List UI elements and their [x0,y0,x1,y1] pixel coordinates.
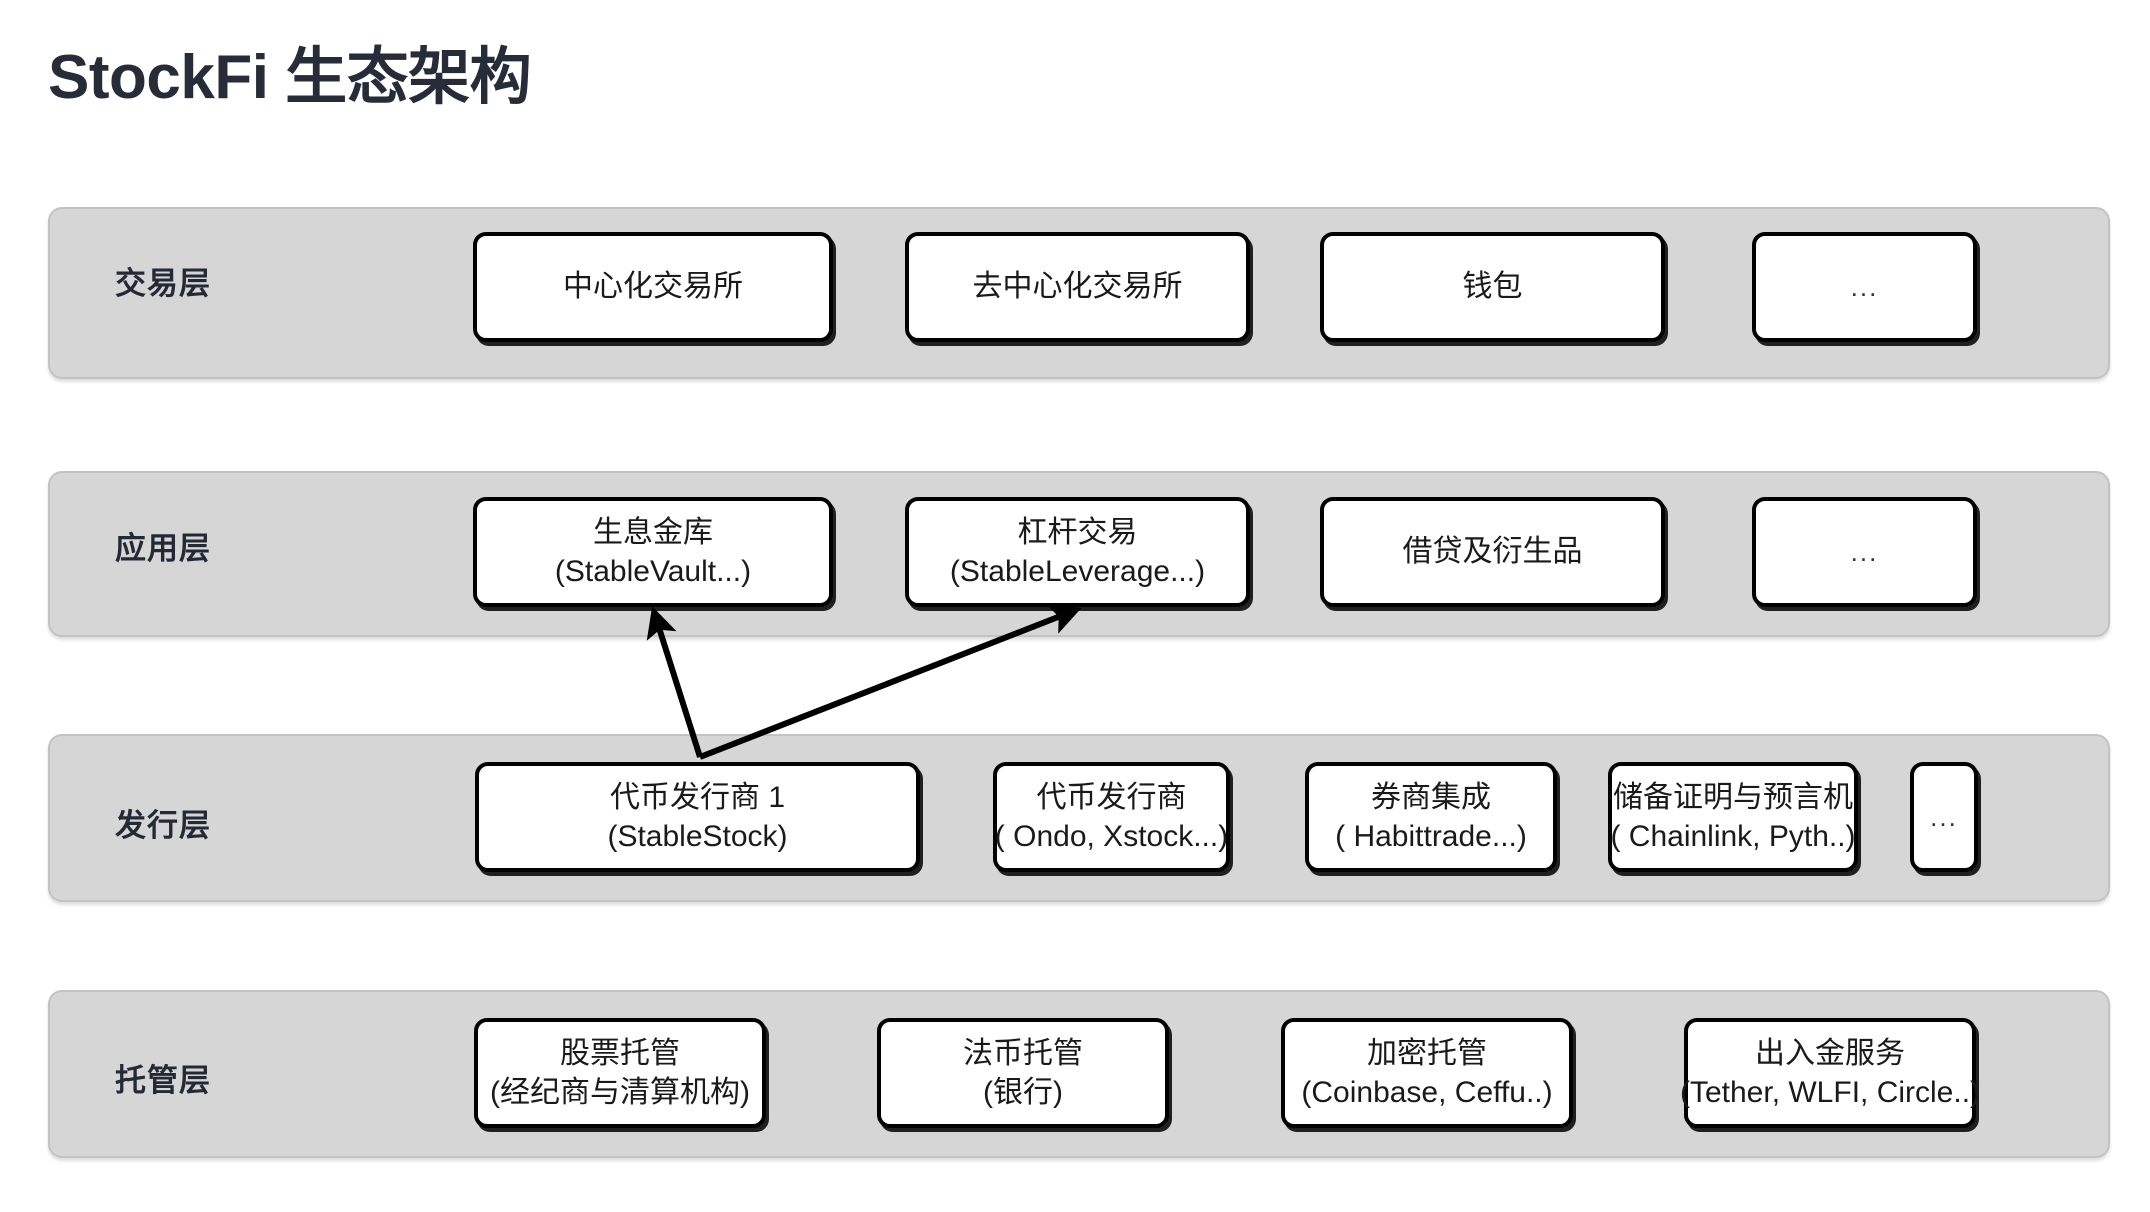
node-proof-of-reserve-oracle-line1: 储备证明与预言机 [1613,780,1853,814]
page-title: StockFi 生态架构 [48,43,532,112]
node-fiat-custody-line2: (银行) [983,1076,1063,1109]
node-application-more-line1: ... [1850,536,1879,567]
layer-label-issuance: 发行层 [115,808,211,843]
node-stock-custody-line2: (经纪商与清算机构) [490,1076,750,1109]
node-proof-of-reserve-oracle[interactable]: 储备证明与预言机 ( Chainlink, Pyth..) [1608,762,1858,872]
node-broker-integration-line2: ( Habittrade...) [1335,820,1527,853]
node-onramp-offramp-line1: 出入金服务 [1755,1036,1905,1070]
node-token-issuer-others-line2: ( Ondo, Xstock...) [994,820,1229,853]
node-yield-vault-line1: 生息金库 [593,515,713,549]
node-lending-derivatives-line1: 借贷及衍生品 [1402,535,1583,569]
node-fiat-custody[interactable]: 法币托管 (银行) [877,1018,1169,1128]
node-trading-more-line1: ... [1850,271,1879,302]
layer-label-custody: 托管层 [115,1063,211,1098]
node-yield-vault-line2: (StableVault...) [554,555,752,588]
layer-label-application: 应用层 [115,531,211,566]
node-broker-integration-line1: 券商集成 [1371,780,1491,814]
node-token-issuer-others[interactable]: 代币发行商 ( Ondo, Xstock...) [993,762,1230,872]
node-trading-more[interactable]: ... [1752,232,1977,342]
node-token-issuer-1-line2: (StableStock) [607,820,788,853]
node-token-issuer-others-line1: 代币发行商 [1036,780,1187,814]
node-onramp-offramp[interactable]: 出入金服务 (Tether, WLFI, Circle..) [1680,1018,1980,1128]
node-stock-custody[interactable]: 股票托管 (经纪商与清算机构) [474,1018,766,1128]
node-crypto-custody-line1: 加密托管 [1367,1036,1487,1070]
node-application-more[interactable]: ... [1752,497,1977,607]
node-proof-of-reserve-oracle-line2: ( Chainlink, Pyth..) [1610,820,1856,853]
node-centralized-exchange-line1: 中心化交易所 [563,270,743,304]
node-decentralized-exchange[interactable]: 去中心化交易所 [905,232,1250,342]
node-leverage-trading-line2: (StableLeverage...) [949,555,1206,588]
node-leverage-trading[interactable]: 杠杆交易 (StableLeverage...) [905,497,1250,607]
node-lending-derivatives[interactable]: 借贷及衍生品 [1320,497,1665,607]
node-stock-custody-line1: 股票托管 [560,1036,680,1070]
node-decentralized-exchange-line1: 去中心化交易所 [972,270,1183,304]
node-onramp-offramp-line2: (Tether, WLFI, Circle..) [1679,1076,1981,1109]
node-token-issuer-1[interactable]: 代币发行商 1 (StableStock) [475,762,920,872]
node-wallet-line1: 钱包 [1462,270,1523,304]
node-broker-integration[interactable]: 券商集成 ( Habittrade...) [1305,762,1557,872]
node-issuance-more-line1: ... [1930,801,1958,832]
node-crypto-custody[interactable]: 加密托管 (Coinbase, Ceffu..) [1281,1018,1573,1128]
node-issuance-more[interactable]: ... [1910,762,1978,872]
layer-label-trading: 交易层 [115,266,211,301]
node-wallet[interactable]: 钱包 [1320,232,1665,342]
node-crypto-custody-line2: (Coinbase, Ceffu..) [1301,1076,1553,1109]
node-token-issuer-1-line1: 代币发行商 1 [609,780,786,814]
node-centralized-exchange[interactable]: 中心化交易所 [473,232,833,342]
node-fiat-custody-line1: 法币托管 [963,1036,1083,1070]
node-leverage-trading-line1: 杠杆交易 [1017,515,1138,549]
node-yield-vault[interactable]: 生息金库 (StableVault...) [473,497,833,607]
